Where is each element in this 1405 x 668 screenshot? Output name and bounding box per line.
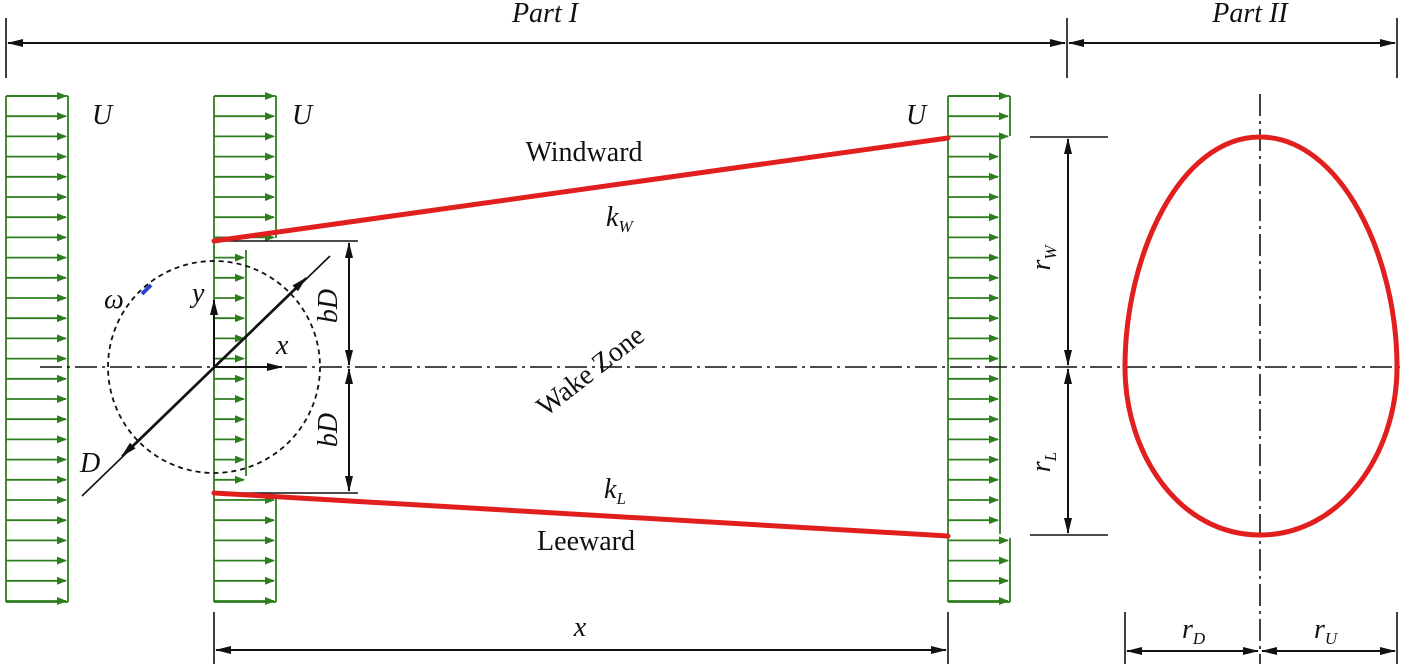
bd-top-label: bD: [313, 289, 344, 323]
omega-label: ω: [104, 284, 124, 315]
freestream-u-label-3: U: [906, 100, 928, 131]
leeward-label: Leeward: [537, 526, 635, 557]
x-axis-label: x: [275, 330, 289, 361]
freestream-u-label-1: U: [92, 100, 114, 131]
part1-label: Part I: [511, 0, 580, 29]
cylinder: [81, 255, 331, 497]
radius-dimension: [1030, 136, 1108, 536]
windward-label: Windward: [525, 137, 642, 168]
wake-zone-label: Wake Zone: [531, 320, 651, 423]
windward-boundary: [211, 135, 951, 244]
velocity-profile-cylinder: [213, 92, 277, 605]
part-dimension: Part I Part II: [5, 0, 1398, 78]
r-u-label: rU: [1314, 614, 1339, 648]
k-w-label: kW: [606, 202, 634, 236]
k-l-label: kL: [604, 474, 626, 508]
velocity-profile-downstream: [947, 92, 1011, 605]
rotation-arrow: [140, 283, 153, 296]
diameter-label: D: [79, 448, 100, 479]
r-w-label: rW: [1026, 244, 1060, 271]
x-dimension-label: x: [573, 612, 587, 643]
y-axis-label: y: [189, 278, 205, 309]
freestream-u-label-2: U: [292, 100, 314, 131]
wake-cross-section: [1122, 134, 1400, 538]
leeward-boundary: [211, 490, 951, 539]
r-l-label: rL: [1026, 452, 1060, 472]
r-d-label: rD: [1182, 614, 1206, 648]
bd-bottom-label: bD: [313, 413, 344, 447]
rd-ru-dimension: [1124, 612, 1398, 664]
velocity-profile-inflow: [5, 92, 69, 605]
x-dimension: [213, 612, 949, 664]
part2-label: Part II: [1211, 0, 1289, 29]
